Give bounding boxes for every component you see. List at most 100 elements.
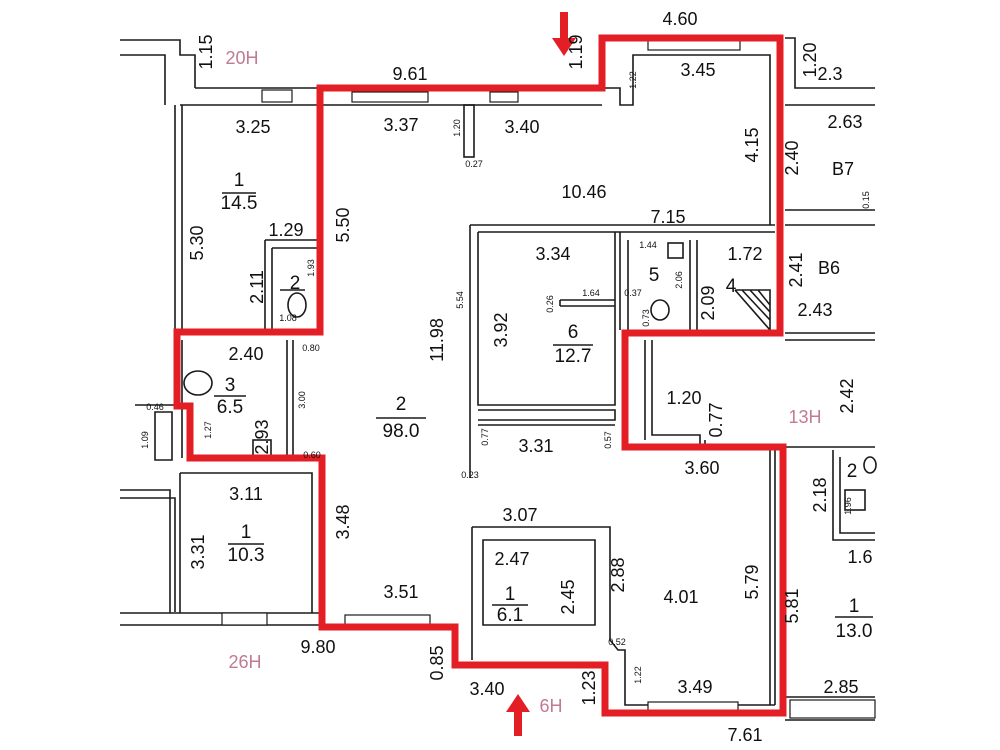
- room-number: 2: [396, 394, 407, 415]
- dimension-label: 5.30: [187, 225, 207, 260]
- dimension-label: 1.15: [196, 34, 216, 69]
- dimension-label: 2.09: [698, 285, 718, 320]
- dimension-label: 2.93: [252, 419, 272, 454]
- dimension-label: 3.34: [535, 244, 570, 264]
- dimension-label: 2.41: [786, 252, 806, 287]
- dimension-label: 3.31: [518, 436, 553, 456]
- dimension-label: 0.15: [861, 191, 871, 209]
- dimension-label: 4.60: [662, 9, 697, 29]
- dimension-label: 10.46: [561, 182, 606, 202]
- dimension-label: 1.29: [268, 220, 303, 240]
- dimension-label: 1.93: [306, 259, 316, 277]
- dimension-label: 2.11: [247, 270, 267, 304]
- dimension-label: 2.42: [837, 378, 857, 413]
- unit-label: 26H: [228, 652, 261, 672]
- entrance-arrow-down-icon: [552, 12, 576, 56]
- room-number: 1: [505, 584, 516, 605]
- dimension-label: 0.23: [461, 470, 479, 480]
- room-area: 13.0: [836, 621, 873, 642]
- dimension-label: 1.09: [140, 431, 150, 449]
- dimension-label: 3.92: [491, 312, 511, 347]
- room-number: 3: [225, 375, 236, 396]
- unit-label: 20H: [225, 48, 258, 68]
- dimension-label: 1.08: [279, 313, 297, 323]
- dimension-label: 1.44: [639, 240, 657, 250]
- dimension-label: 0.26: [545, 295, 555, 313]
- neighbor-label: B6: [818, 258, 840, 278]
- dimension-label: 2.06: [674, 271, 684, 289]
- room-number: 2: [290, 273, 301, 294]
- dimension-label: 1.20: [800, 42, 820, 77]
- room-number: 5: [649, 265, 660, 286]
- dimension-label: 3.31: [188, 534, 208, 569]
- dimension-label: 2.45: [558, 579, 578, 614]
- unit-label: 13H: [788, 407, 821, 427]
- dimension-label: 1.20: [666, 388, 701, 408]
- dimension-label: 4.15: [742, 127, 762, 162]
- dimension-label: 1.6: [847, 547, 872, 567]
- dimension-label: 3.51: [383, 582, 418, 602]
- neighbor-label: B7: [832, 159, 854, 179]
- dimension-label: 1.22: [628, 71, 638, 89]
- dimension-label: 1.27: [203, 421, 213, 439]
- dimension-label: 1.72: [727, 244, 762, 264]
- room-number: 1: [234, 170, 245, 191]
- dimension-label: 0.73: [641, 309, 651, 327]
- room-area: 12.7: [555, 346, 592, 367]
- apartment-boundary-outline: [173, 34, 787, 717]
- dimension-label: 0.77: [706, 402, 726, 437]
- dimension-label: 3.60: [684, 458, 719, 478]
- dimension-label: 1.20: [452, 119, 462, 137]
- room-number: 6: [568, 322, 579, 343]
- dimension-label: 7.15: [650, 207, 685, 227]
- dimension-label: 1.22: [633, 666, 643, 684]
- dimension-label: 3.00: [297, 391, 307, 409]
- dimension-label: 3.49: [677, 677, 712, 697]
- dimension-label: 4.01: [663, 587, 698, 607]
- dimension-label: 2.40: [228, 344, 263, 364]
- room-number: 4: [726, 276, 737, 297]
- dimension-label: 5.81: [782, 588, 802, 623]
- room-area: 98.0: [383, 421, 420, 442]
- dimension-label: 0.80: [302, 343, 320, 353]
- dimension-label: 1.64: [582, 288, 600, 298]
- dimension-label: 3.37: [383, 115, 418, 135]
- unit-label: 6H: [539, 696, 562, 716]
- dimension-label: 3.11: [229, 484, 263, 504]
- dimension-label: 2.47: [494, 549, 529, 569]
- dimension-label: 0.85: [427, 645, 447, 680]
- room-area: 10.3: [228, 545, 265, 566]
- dimension-label: 0.46: [146, 402, 164, 412]
- room-area: 6.5: [217, 397, 243, 418]
- dimension-label: 1.19: [566, 34, 586, 69]
- dimension-label: 2.40: [782, 140, 802, 175]
- dimension-label: 2.85: [823, 677, 858, 697]
- room-number: 1: [849, 596, 860, 617]
- room-area-fraction-lines: [214, 192, 873, 618]
- room-number: 2: [847, 461, 858, 482]
- dimension-label: 2.3: [817, 64, 842, 84]
- dimension-label: 3.07: [502, 505, 537, 525]
- room-number: 1: [241, 522, 252, 543]
- dimension-label: 2.88: [608, 557, 628, 592]
- dimension-label: 3.40: [504, 117, 539, 137]
- dimension-label: 3.48: [333, 504, 353, 539]
- dimension-label: 0.57: [603, 431, 613, 449]
- dimension-label: 5.50: [333, 207, 353, 242]
- dimension-label: 9.61: [392, 64, 427, 84]
- dimension-label: 5.54: [455, 291, 465, 309]
- dimension-label: 1.23: [579, 670, 599, 705]
- dimension-label: 3.40: [469, 679, 504, 699]
- dimension-label: 0.60: [303, 450, 321, 460]
- dimension-label: 7.61: [727, 725, 762, 745]
- dimension-label: 1.96: [843, 497, 853, 515]
- dimension-label: 2.63: [827, 112, 862, 132]
- dimension-label: 0.37: [624, 288, 642, 298]
- dimension-label: 9.80: [300, 637, 335, 657]
- room-area: 14.5: [221, 193, 258, 214]
- dimension-label: 3.25: [235, 117, 270, 137]
- dimension-label: 3.45: [680, 60, 715, 80]
- dimension-label: 0.77: [480, 428, 490, 446]
